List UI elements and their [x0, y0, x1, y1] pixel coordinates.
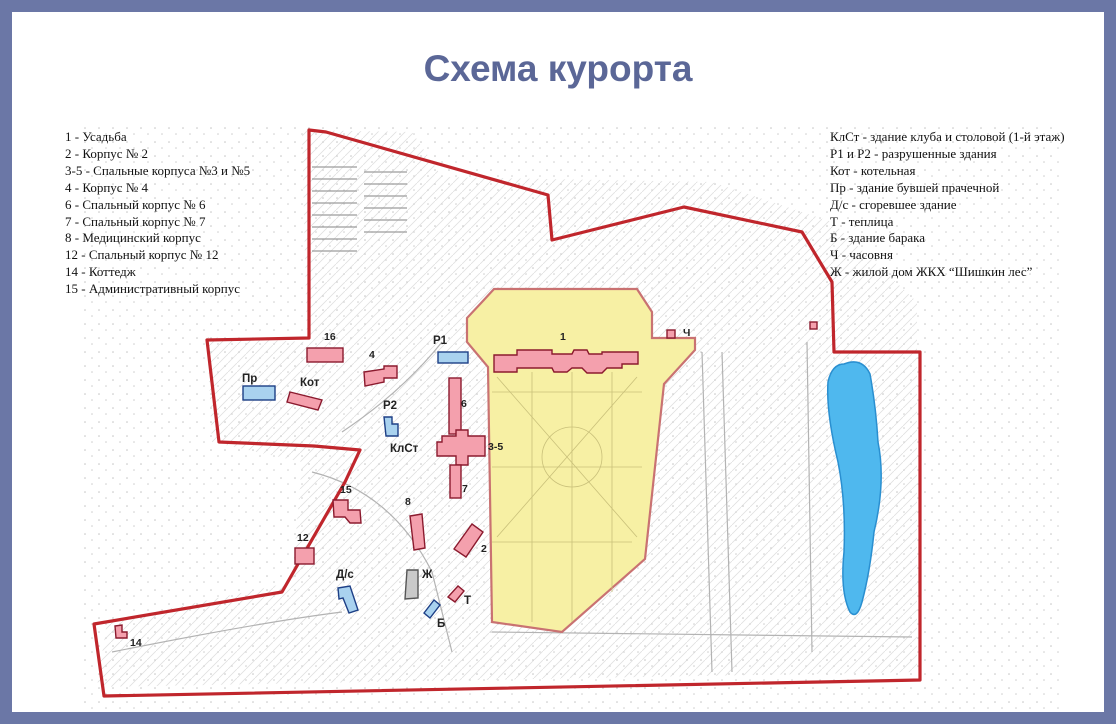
label-t: Т	[464, 595, 471, 607]
label-pr: Пр	[242, 373, 257, 385]
building-kot	[286, 391, 323, 411]
building-t	[446, 585, 465, 603]
legend-item: 1 - Усадьба	[65, 129, 127, 144]
label-ds: Д/с	[336, 569, 354, 581]
legend-item: Кот - котельная	[830, 162, 916, 178]
building-2	[453, 523, 484, 558]
legend-item: Б - здание барака	[830, 230, 926, 246]
building-12	[294, 547, 315, 565]
building-35	[436, 429, 486, 466]
slide: 1 Ч 16 4 Р1 Пр Кот Р2 6 КлСт 3-5 7 15 8 …	[12, 12, 1104, 712]
page-title: Схема курорта	[423, 48, 693, 89]
building-zh	[404, 569, 419, 600]
buildings	[114, 321, 818, 639]
legend-item: 6 - Спальный корпус № 6	[65, 196, 206, 212]
label-kot: Кот	[300, 377, 320, 389]
building-small-east	[809, 321, 818, 330]
building-ds	[337, 585, 359, 614]
label-zh: Ж	[421, 569, 433, 581]
territory-boundary	[92, 128, 922, 698]
label-b6: 6	[461, 398, 467, 410]
legend-item: КлСт - здание клуба и столовой (1-й этаж…	[830, 129, 1065, 144]
label-b7: 7	[462, 483, 468, 495]
building-labels: 1 Ч 16 4 Р1 Пр Кот Р2 6 КлСт 3-5 7 15 8 …	[130, 327, 690, 649]
building-1	[493, 349, 639, 374]
legend-item: Д/с - сгоревшее здание	[830, 196, 957, 212]
lake	[826, 361, 882, 616]
legend-item: 8 - Медицинский корпус	[65, 230, 201, 246]
legend-item: 15 - Административный корпус	[65, 281, 241, 297]
legend-item: 7 - Спальный корпус № 7	[65, 213, 206, 229]
legend-buildings: 1 - Усадьба 2 - Корпус № 2 3-5 - Спальны…	[65, 129, 250, 298]
label-b8: 8	[405, 496, 411, 508]
building-8	[409, 513, 426, 551]
label-b4: 4	[369, 349, 375, 361]
legend-item: 14 - Коттедж	[65, 264, 136, 280]
legend-item: 12 - Спальный корпус № 12	[65, 247, 219, 263]
legend-item: Р1 и Р2 - разрушенные здания	[830, 145, 997, 161]
legend-item: 4 - Корпус № 4	[65, 179, 148, 195]
resort-map: 1 Ч 16 4 Р1 Пр Кот Р2 6 КлСт 3-5 7 15 8 …	[82, 122, 1062, 712]
legend-item: Ж - жилой дом ЖКХ “Шишкин лес”	[830, 264, 1033, 280]
label-p2: Р2	[383, 400, 397, 412]
label-b15: 15	[340, 484, 352, 496]
label-ch: Ч	[683, 327, 690, 339]
label-klst: КлСт	[390, 443, 419, 455]
park-alleys	[492, 372, 642, 622]
label-b16: 16	[324, 331, 336, 343]
legend-item: Т - теплица	[830, 213, 894, 229]
building-b	[423, 598, 441, 620]
label-b2: 2	[481, 543, 487, 555]
legend-item: Пр - здание бувшей прачечной	[830, 179, 1000, 195]
label-b1: 1	[560, 331, 566, 343]
building-ch	[666, 329, 676, 339]
legend-item: Ч - часовня	[830, 247, 893, 263]
building-15	[332, 499, 362, 524]
label-b35: 3-5	[488, 441, 503, 453]
legend-item: 3-5 - Спальные корпуса №3 и №5	[65, 162, 251, 178]
label-b12: 12	[297, 532, 309, 544]
legend-abbreviations: КлСт - здание клуба и столовой (1-й этаж…	[830, 129, 1065, 281]
label-p1: Р1	[433, 335, 448, 347]
legend-item: 2 - Корпус № 2	[65, 145, 148, 161]
park-zone	[465, 287, 697, 634]
building-16	[306, 347, 344, 363]
building-14	[114, 624, 128, 639]
building-6	[448, 377, 462, 435]
label-b14: 14	[130, 637, 142, 649]
label-b: Б	[437, 618, 445, 630]
building-7	[449, 464, 462, 499]
building-4	[363, 365, 398, 387]
building-p1	[437, 351, 469, 364]
building-pr	[242, 385, 276, 401]
building-p2	[383, 416, 399, 437]
